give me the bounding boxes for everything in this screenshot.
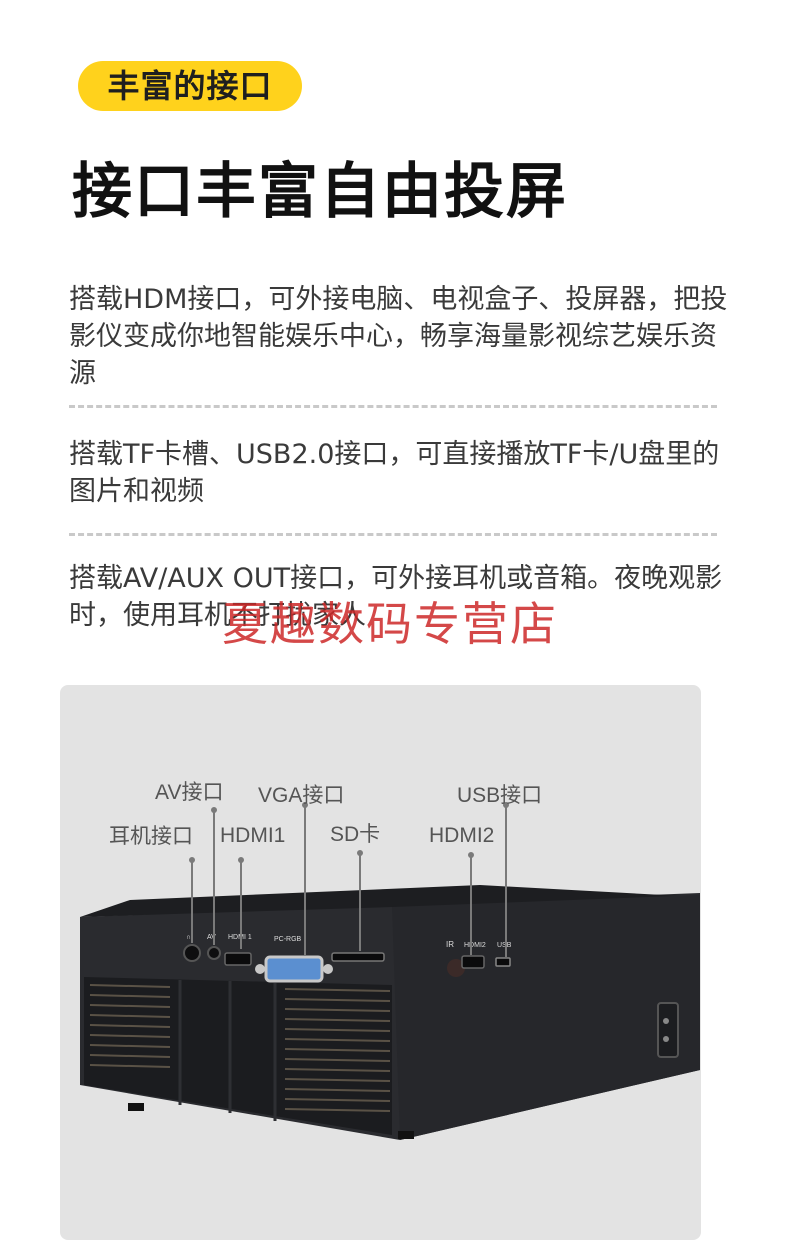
silk-av: AV	[207, 934, 216, 941]
earphone-jack	[183, 944, 201, 962]
hdmi2-port	[461, 955, 485, 969]
silk-ir: IR	[446, 940, 454, 949]
label-hdmi1-port: HDMI1	[220, 824, 286, 847]
foot	[398, 1131, 414, 1139]
foot	[128, 1103, 144, 1111]
silk-usb: USB	[497, 942, 512, 949]
feature-paragraph-av-aux: 搭载AV/AUX OUT接口，可外接耳机或音箱。夜晚观影时，使用耳机不打扰家人	[69, 563, 723, 631]
callout-lines	[191, 805, 507, 957]
shop-watermark: 夏趣数码专营店	[222, 597, 558, 651]
label-vga-port: VGA接口	[258, 784, 345, 807]
vga-port	[264, 955, 324, 983]
silk-hdmi1: HDMI 1	[228, 934, 252, 941]
silk-pcrgb: PC-RGB	[274, 936, 302, 943]
silk-earphone-icon: ∩	[186, 934, 191, 941]
vga-screw	[323, 964, 333, 974]
vent-slats	[89, 984, 391, 1112]
divider	[69, 405, 717, 408]
page-title: 接口丰富自由投屏	[72, 157, 568, 227]
label-hdmi2-port: HDMI2	[429, 824, 495, 847]
silk-hdmi2: HDMI2	[464, 942, 486, 949]
vga-screw	[255, 964, 265, 974]
divider	[69, 533, 717, 536]
usb-port	[495, 957, 511, 967]
label-earphone-port: 耳机接口	[109, 825, 193, 848]
feature-paragraph-hdmi: 搭载HDM接口，可外接电脑、电视盒子、投屏器，把投影仪变成你地智能娱乐中心，畅享…	[69, 284, 728, 389]
projector-side-face	[392, 895, 700, 1140]
vent-dividers	[178, 980, 277, 1121]
sd-slot	[331, 952, 385, 962]
projector-illustration: ∩ AV HDMI 1 PC-RGB IR HDMI2 USB	[80, 802, 700, 1140]
label-sd-slot: SD卡	[330, 823, 381, 846]
av-jack	[207, 946, 221, 960]
section-badge: 丰富的接口	[78, 61, 302, 111]
ir-sensor	[447, 959, 465, 977]
power-socket	[657, 1002, 679, 1058]
projector-ports-image: ∩ AV HDMI 1 PC-RGB IR HDMI2 USB AV接口 VGA…	[60, 685, 701, 1240]
label-av-port: AV接口	[155, 781, 224, 804]
label-usb-port: USB接口	[457, 784, 543, 807]
projector-top	[80, 885, 700, 917]
callout-dots	[189, 802, 509, 863]
feature-paragraph-tf-usb: 搭载TF卡槽、USB2.0接口，可直接播放TF卡/U盘里的图片和视频	[69, 439, 720, 507]
hdmi1-port	[224, 952, 252, 966]
